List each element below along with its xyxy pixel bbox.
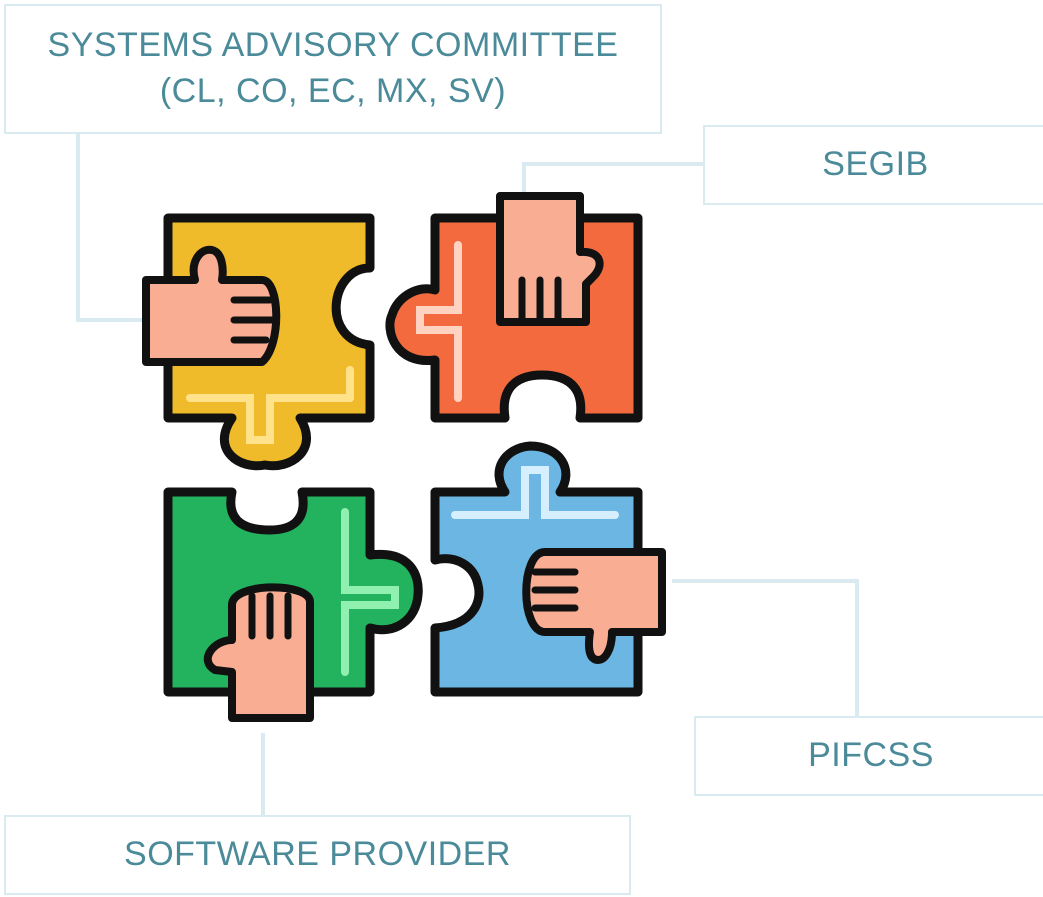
systems-advisory-committee-members: (CL, CO, EC, MX, SV) <box>159 72 507 110</box>
pifcss-label: PIFCSS <box>694 716 1043 796</box>
connector-segib-vertical <box>522 162 526 202</box>
connector-pifcss-vertical <box>855 579 859 718</box>
connector-software-vertical <box>261 733 265 817</box>
software-provider-text: SOFTWARE PROVIDER <box>124 835 511 874</box>
connector-sac-horizontal <box>76 318 146 322</box>
segib-text: SEGIB <box>822 145 929 184</box>
connector-pifcss-horizontal <box>672 579 859 583</box>
connector-segib-horizontal <box>522 162 705 166</box>
systems-advisory-committee-label: SYSTEMS ADVISORY COMMITTEE (CL, CO, EC, … <box>4 4 662 134</box>
hand-bottom <box>203 583 314 722</box>
connector-sac-vertical <box>76 134 80 322</box>
hand-right <box>522 548 666 664</box>
software-provider-label: SOFTWARE PROVIDER <box>4 815 631 895</box>
pifcss-text: PIFCSS <box>808 736 934 775</box>
systems-advisory-committee-title: SYSTEMS ADVISORY COMMITTEE <box>47 26 619 65</box>
segib-label: SEGIB <box>703 125 1043 205</box>
hand-left <box>142 245 281 366</box>
